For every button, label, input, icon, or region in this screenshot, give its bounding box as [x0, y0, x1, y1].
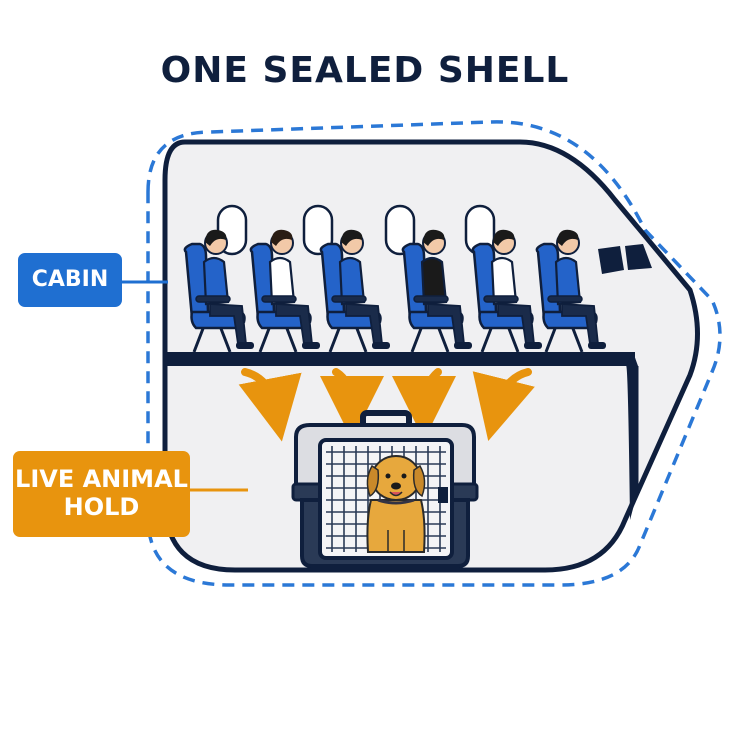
- cockpit-windows: [598, 244, 652, 274]
- cabin-label: CABIN: [18, 253, 122, 307]
- cabin-floor: [165, 352, 639, 520]
- cabin-windows: [216, 204, 496, 256]
- dog-icon: [366, 455, 426, 553]
- diagram-title: ONE SEALED SHELL: [160, 50, 570, 91]
- seated-passenger-icon: [319, 229, 390, 353]
- seated-passenger-icon: [249, 229, 320, 353]
- down-arrow-icon: [238, 368, 302, 442]
- down-arrow-icon: [319, 368, 384, 440]
- seated-passenger-icon: [183, 229, 254, 353]
- down-arrows: [238, 368, 535, 442]
- seated-passenger-icon: [401, 229, 472, 353]
- cabin-window: [384, 204, 416, 256]
- down-arrow-icon: [472, 368, 535, 442]
- live-animal-hold-label: LIVE ANIMAL HOLD: [13, 451, 190, 537]
- sealed-shell-outline: [146, 120, 722, 587]
- passenger-row: [183, 229, 606, 353]
- seated-passenger-icon: [471, 229, 542, 353]
- seated-passenger-icon: [535, 229, 606, 353]
- cabin-window: [302, 204, 334, 256]
- down-arrow-icon: [392, 368, 457, 440]
